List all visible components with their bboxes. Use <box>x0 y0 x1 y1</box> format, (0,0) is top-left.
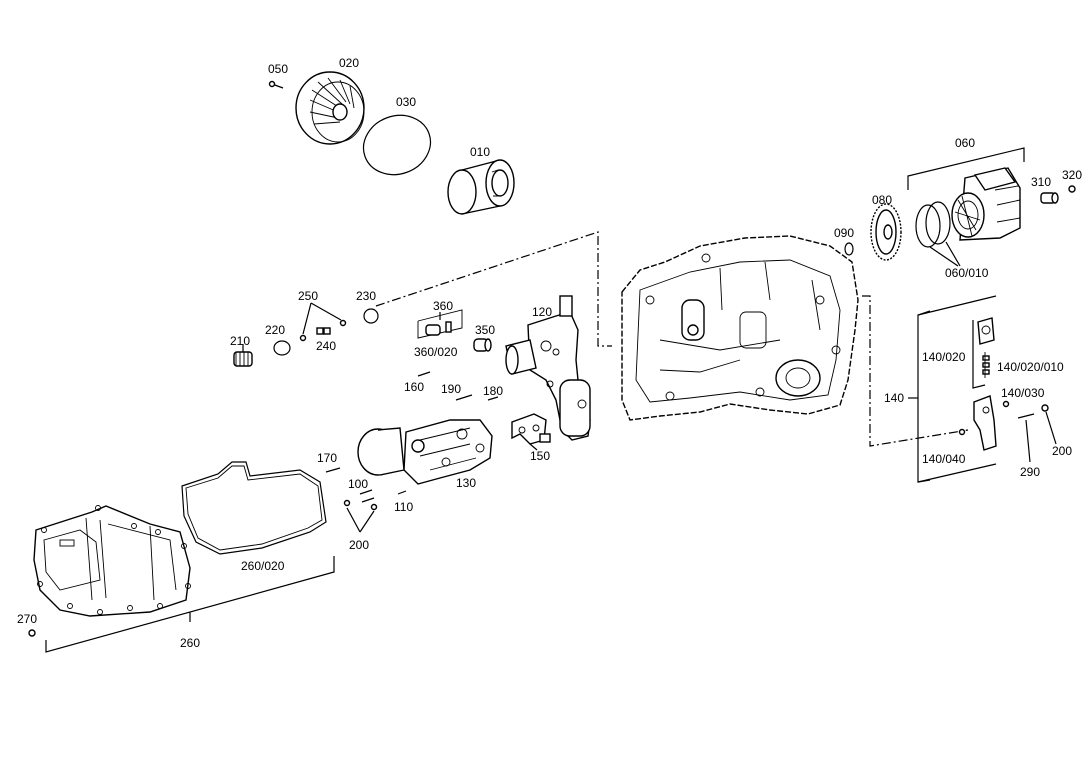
label-200-left: 200 <box>349 538 369 552</box>
label-140-040: 140/040 <box>922 452 966 466</box>
part-140-030-ball <box>1002 400 1010 408</box>
label-100: 100 <box>348 477 368 491</box>
label-120: 120 <box>532 305 552 319</box>
leader-230 <box>375 231 612 347</box>
part-190-pin <box>455 394 473 401</box>
part-250-leaders <box>299 302 347 342</box>
part-140-valve-lower <box>973 395 997 451</box>
label-010: 010 <box>470 145 490 159</box>
label-140-030: 140/030 <box>1001 386 1045 400</box>
part-360-seals <box>425 321 452 336</box>
part-170-pin <box>325 467 341 473</box>
label-170: 170 <box>317 451 337 465</box>
part-150-valve <box>511 413 551 451</box>
bracket-140-bottom <box>917 463 997 483</box>
label-250: 250 <box>298 289 318 303</box>
label-090: 090 <box>834 226 854 240</box>
label-270: 270 <box>17 612 37 626</box>
part-050-screw <box>268 80 284 89</box>
label-020: 020 <box>339 56 359 70</box>
label-240: 240 <box>316 339 336 353</box>
part-210-plug <box>233 344 253 367</box>
part-010-bearing <box>447 159 515 215</box>
part-140-020-valve <box>977 317 995 345</box>
part-090-ring <box>844 242 854 256</box>
part-020-cover <box>295 71 365 145</box>
bracket-140-top <box>917 295 997 316</box>
label-110: 110 <box>394 500 413 514</box>
label-360: 360 <box>433 299 453 313</box>
label-190: 190 <box>441 382 461 396</box>
label-210: 210 <box>230 334 250 348</box>
label-060: 060 <box>955 136 975 150</box>
part-120-filter-housing <box>505 295 591 441</box>
label-230: 230 <box>356 289 376 303</box>
label-220: 220 <box>265 323 285 337</box>
label-080: 080 <box>872 193 892 207</box>
label-180: 180 <box>483 384 503 398</box>
label-260: 260 <box>180 636 200 650</box>
label-290: 290 <box>1020 465 1040 479</box>
part-350-sleeve <box>473 338 492 352</box>
part-240-pins <box>316 327 331 335</box>
part-060-unit <box>951 167 1021 241</box>
label-140-020-010: 140/020/010 <box>997 360 1064 374</box>
bracket-360 <box>417 309 463 339</box>
part-290-pin <box>1017 413 1035 463</box>
bracket-060 <box>907 147 1025 190</box>
part-260-oil-pan <box>33 505 191 617</box>
leader-140 <box>862 295 969 447</box>
label-360-020: 360/020 <box>414 345 458 359</box>
part-140-040-pin <box>958 428 966 436</box>
part-200-ball-right <box>1041 404 1057 445</box>
part-130-filter-element <box>357 427 405 476</box>
part-310-bushing <box>1040 192 1059 204</box>
label-160: 160 <box>404 380 424 394</box>
label-150: 150 <box>530 449 550 463</box>
label-140-020: 140/020 <box>922 350 966 364</box>
part-320-plug <box>1068 185 1076 193</box>
part-260-020-gasket <box>181 461 327 555</box>
label-350: 350 <box>475 323 495 337</box>
main-housing <box>621 235 859 421</box>
label-310: 310 <box>1031 175 1051 189</box>
label-260-020: 260/020 <box>241 559 285 573</box>
part-110-pin <box>397 490 407 495</box>
part-030-o-ring <box>362 114 432 176</box>
label-130: 130 <box>456 476 476 490</box>
part-220-ring <box>273 340 291 356</box>
bracket-140-020 <box>972 320 986 389</box>
label-030: 030 <box>396 95 416 109</box>
part-140-020-010-rings <box>982 352 990 378</box>
label-200-right: 200 <box>1052 444 1072 458</box>
part-200-balls-left <box>343 499 378 533</box>
label-140: 140 <box>884 391 904 405</box>
part-230-ring <box>363 308 379 324</box>
label-050: 050 <box>268 62 288 76</box>
part-100-pins <box>359 489 375 503</box>
part-130-pump <box>403 419 493 485</box>
part-060-010-rings <box>915 201 961 267</box>
part-270-screw <box>28 629 36 637</box>
label-320: 320 <box>1062 168 1082 182</box>
part-160-pin <box>417 371 431 377</box>
part-180-pin <box>487 396 499 401</box>
part-080-gear <box>870 203 902 261</box>
label-060-010: 060/010 <box>945 266 989 280</box>
